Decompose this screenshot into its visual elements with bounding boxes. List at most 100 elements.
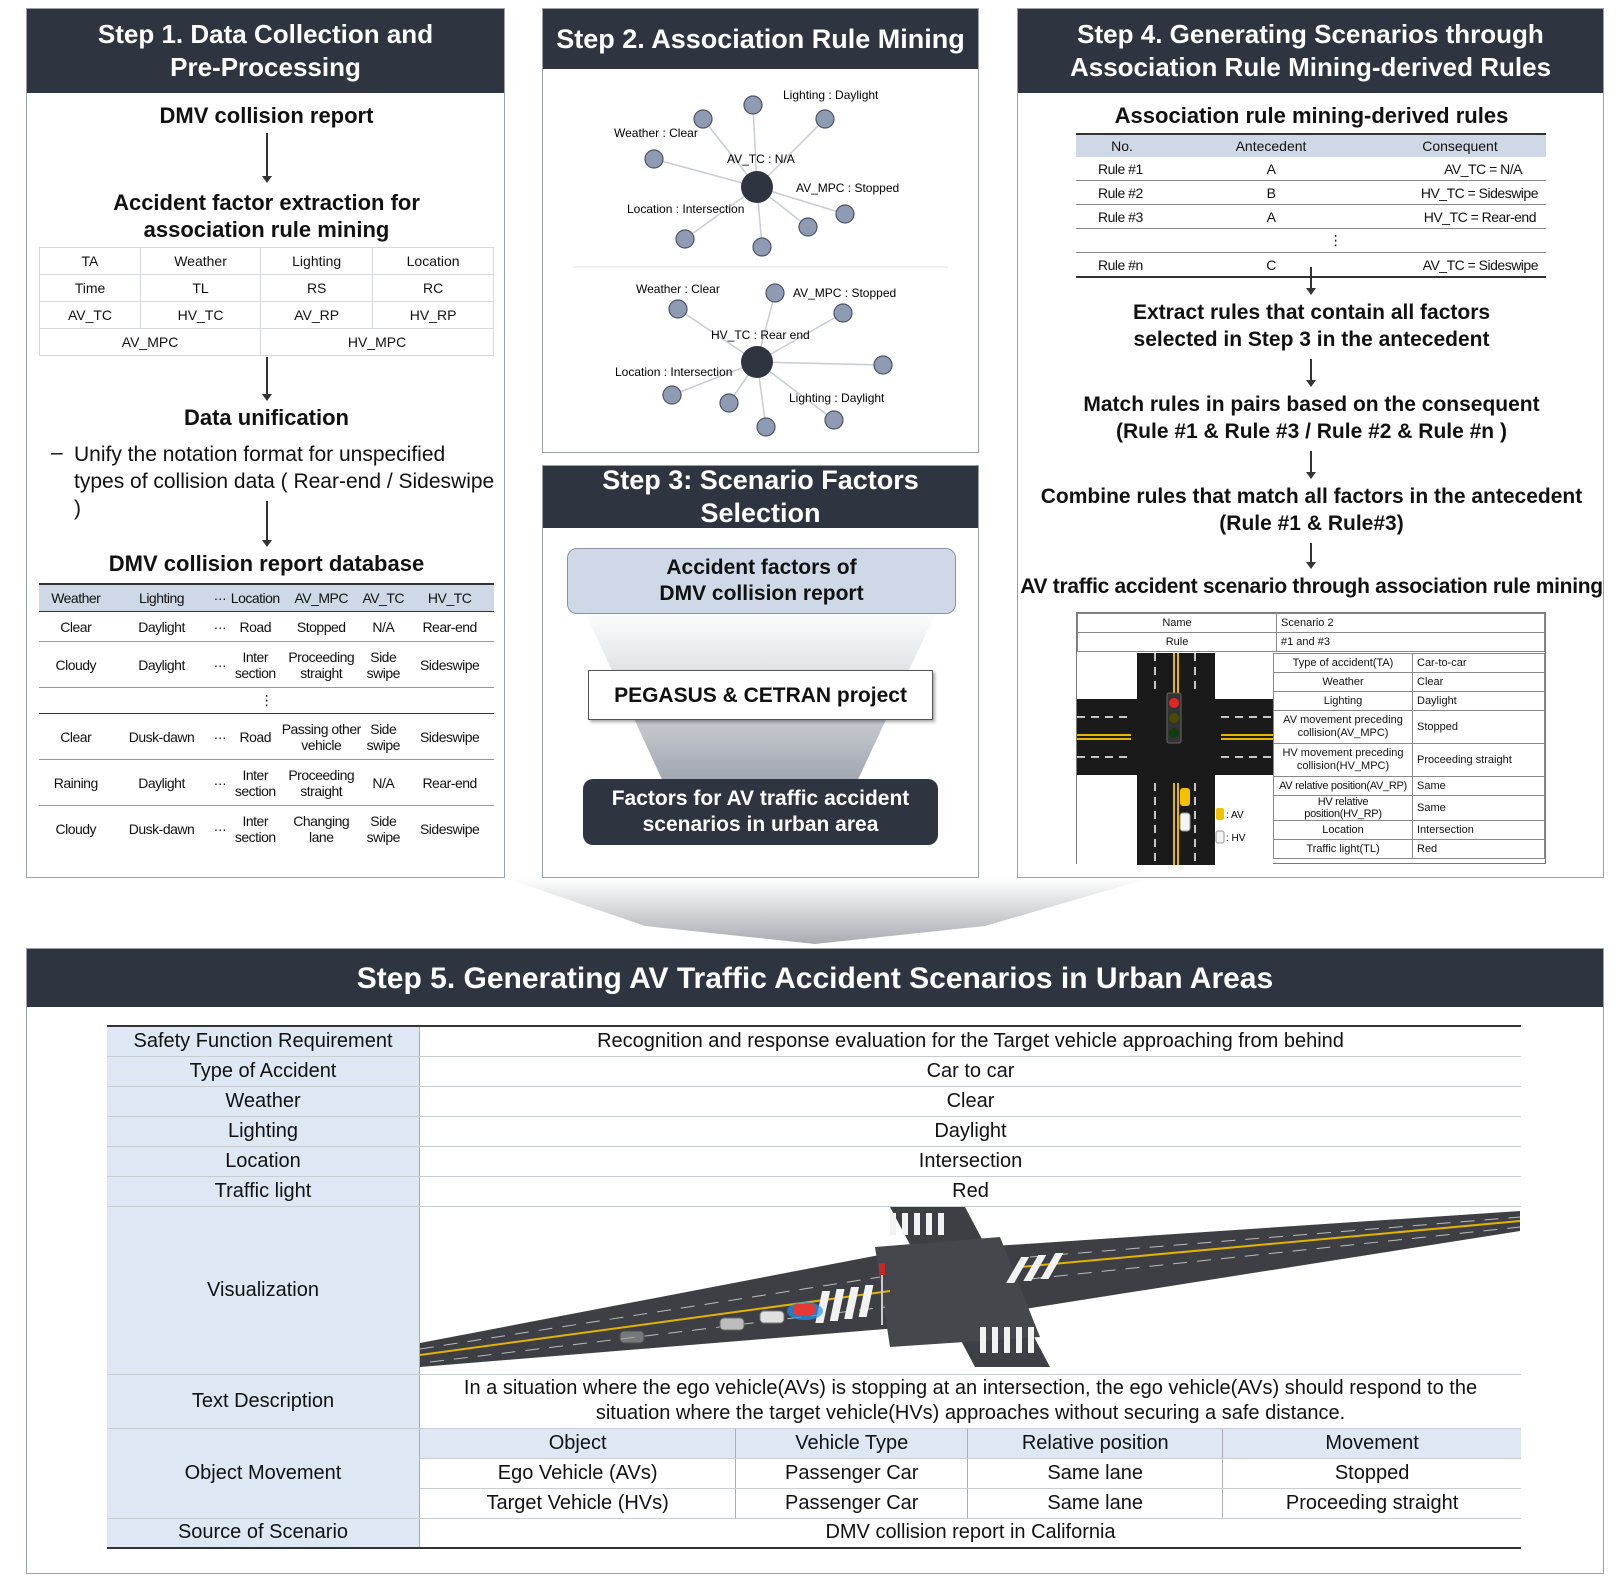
row-value: Recognition and response evaluation for … [419,1026,1521,1057]
factor-cell: AV_MPC [38,328,262,356]
scenario-title: AV traffic accident scenario through ass… [1020,575,1603,598]
rule-cell: AV_TC = Sideswipe [1374,252,1546,278]
factor-cell: RS [260,274,374,302]
intersection-diagram: : AV : HV [1077,653,1273,865]
extraction-label: Accident factor extraction for associati… [27,189,506,243]
step1-header: Step 1. Data Collection and Pre-Processi… [27,9,504,93]
network-node [756,417,776,437]
crosswalk-stripe [1006,1257,1030,1283]
network-node [833,303,853,323]
db-cell: Raining [39,759,113,806]
factor-cell: RC [372,274,494,302]
green-light-icon [1169,728,1179,738]
crosswalk-stripe [980,1327,986,1353]
step1-title-line1: Step 1. Data Collection and [97,19,434,49]
table-row: ⋮ [1076,228,1546,253]
db-cell: ··· [210,759,230,806]
step2-panel: Step 2. Association Rule Mining [542,8,979,453]
table-row: Source of Scenario DMV collision report … [107,1518,1521,1548]
db-cell: Dusk-dawn [112,713,211,760]
movement-cell: Proceeding straight [1222,1488,1521,1519]
db-cell: Proceeding straight [281,641,362,688]
table-row: AV movement preceding collision(AV_MPC)S… [1273,710,1545,744]
db-cell: ··· [210,713,230,760]
crosswalk-stripe [1016,1327,1022,1353]
movement-cell: Same lane [967,1458,1224,1489]
factor-cell: Lighting [260,247,374,275]
network-node [743,95,763,115]
scn-cell: AV movement preceding collision(AV_MPC) [1273,710,1413,744]
column-header: HV_TC [405,583,494,612]
row-value: Red [419,1176,1521,1207]
network-node [835,204,855,224]
network-node [675,229,695,249]
lane-line [429,1306,886,1363]
movement-header: Vehicle Type [735,1428,969,1459]
rule-cell: A [1168,204,1374,229]
column-header: No. [1076,133,1168,157]
hv-legend-label: : HV [1226,833,1246,844]
row-value: Intersection [419,1146,1521,1177]
table-row: Ego Vehicle (AVs) Passenger Car Same lan… [107,1458,1521,1489]
scn-cell: Lighting [1273,691,1413,711]
network-2: HV_TC : Rear end Weather : Clear AV_MPC … [615,282,896,437]
unification-desc: Unify the notation format for unspecifie… [74,441,504,522]
scn-cell: Daylight [1412,691,1545,711]
hv-car-icon [1179,812,1191,832]
ego-vehicle-icon [793,1304,815,1315]
scn-cell: Car-to-car [1412,653,1545,673]
network-edge [756,312,844,363]
factor-cell: HV_MPC [260,328,494,356]
step5-title: Step 5. Generating AV Traffic Accident S… [356,961,1274,995]
column-header: Lighting [112,583,211,612]
crosswalk-stripe [914,1213,920,1235]
db-cell: Side swipe [361,641,406,688]
step3-panel: Step 3: Scenario Factors Selection Accid… [542,465,979,878]
network-edge [756,361,884,366]
rule-cell: C [1168,252,1374,278]
rule-cell: HV_TC = Sideswipe [1374,180,1546,205]
lane-line [420,1276,881,1350]
factor-cell: AV_TC [39,301,141,329]
row-label: Type of Accident [107,1056,420,1087]
match-rules-line1: Match rules in pairs based on the conseq… [1083,393,1540,416]
db-cell: Passing other vehicle [281,713,361,760]
accident-factors-line1: Accident factors of [666,556,857,579]
rule-ellipsis: ⋮ [1076,228,1546,253]
arrow-icon [1306,451,1316,479]
crosswalk-stripe [844,1287,859,1319]
av-legend-label: : AV [1226,810,1244,821]
intersection-3d-visualization [420,1207,1520,1367]
crosswalk-stripe [1004,1327,1010,1353]
table-row: Target Vehicle (HVs) Passenger Car Same … [107,1488,1521,1519]
scn-cell: Type of accident(TA) [1273,653,1413,673]
network-node-label: AV_MPC : Stopped [793,286,896,300]
crosswalk-stripe [829,1289,845,1321]
center-line [1019,1220,1520,1268]
step4-panel: Step 4. Generating Scenarios through Ass… [1017,8,1604,878]
scn-cell: HV relative position(HV_RP) [1273,795,1413,821]
factor-cell: Location [372,247,494,275]
table-row: HV movement preceding collision(HV_MPC)P… [1273,743,1545,777]
movement-cell: Ego Vehicle (AVs) [419,1458,737,1489]
traffic-light-icon [879,1263,885,1275]
table-row: Text Description In a situation where th… [107,1374,1521,1429]
center-line [420,1290,891,1356]
table-row: HV relative position(HV_RP)Same [1273,795,1545,821]
network-hub [741,346,773,378]
db-cell: Cloudy [39,641,113,688]
column-header: Antecedent [1168,133,1374,157]
table-row: Rule#1 and #3 [1077,632,1545,652]
crosswalk-stripe [1040,1253,1064,1279]
step4-title-line1: Step 4. Generating Scenarios through [1077,19,1544,49]
crosswalk-stripe [902,1213,908,1235]
network-node-label: Lighting : Daylight [783,88,879,102]
merge-arrow-shape [505,878,1150,944]
